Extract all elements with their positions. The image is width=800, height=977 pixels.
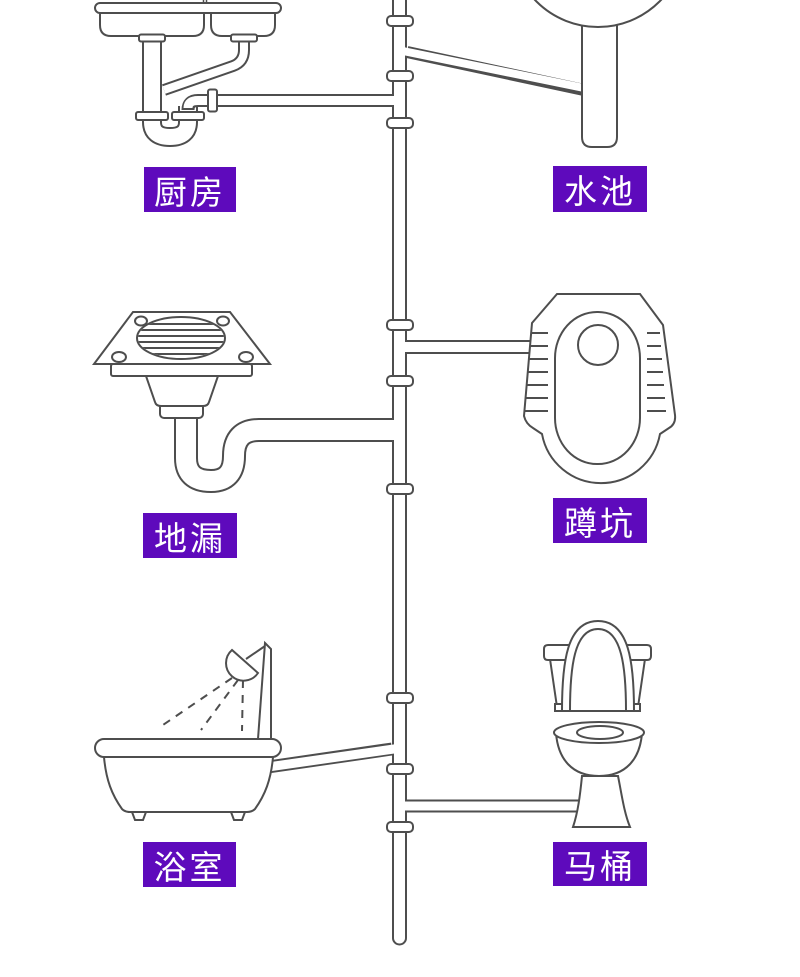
shower-spray — [159, 677, 244, 732]
pipe-coupling — [386, 319, 414, 331]
squat-drain-hole — [577, 324, 619, 366]
wash-basin-illustration — [533, 0, 663, 148]
toilet-bowl — [554, 732, 644, 778]
basin-branch-pipe — [397, 46, 586, 96]
label-squat-toilet: 蹲坑 — [553, 498, 647, 543]
drain-collar — [138, 33, 166, 43]
basin-pedestal — [581, 23, 618, 148]
drain-funnel — [144, 375, 220, 407]
tub-foot — [229, 811, 247, 821]
bathtub-branch-pipe — [267, 742, 402, 774]
label-wash-basin: 水池 — [553, 166, 647, 212]
pipe-coupling — [386, 15, 414, 27]
tub-foot — [130, 811, 148, 821]
pipe-coupling — [386, 375, 414, 387]
kitchen-sink-illustration — [94, 0, 401, 148]
trap-flange — [171, 111, 205, 121]
floor-drain-illustration — [92, 311, 273, 419]
label-toilet: 马桶 — [553, 842, 647, 886]
pipe-coupling — [386, 117, 414, 129]
pipe-coupling — [386, 483, 414, 495]
squat-pan-bowl — [554, 311, 641, 465]
pipe-coupling — [386, 70, 414, 82]
pipe-coupling — [386, 692, 414, 704]
pipe-coupling — [386, 763, 414, 775]
shower-pillar — [256, 640, 272, 740]
pipe-couplings — [386, 15, 414, 833]
label-bathtub: 浴室 — [143, 842, 236, 887]
sink-right-bowl — [210, 12, 276, 37]
screw-hole — [134, 315, 148, 327]
toilet-lid — [560, 619, 636, 712]
shower-arm — [245, 645, 266, 660]
toilet-rim — [553, 721, 645, 744]
tub-rim — [94, 738, 282, 758]
drain-base — [110, 363, 253, 377]
tub-body — [102, 756, 275, 813]
shower-head-icon — [225, 648, 260, 682]
screw-hole — [111, 351, 127, 363]
screw-hole — [216, 315, 230, 327]
sink-rim — [94, 2, 282, 14]
pipe-coupling — [386, 821, 414, 833]
sink-left-bowl — [99, 12, 205, 37]
basin-bowl — [533, 0, 663, 28]
floor-drain-branch-pipe — [174, 406, 401, 494]
pipe-joint — [207, 88, 218, 113]
screw-hole — [238, 351, 254, 363]
label-kitchen: 厨房 — [144, 167, 236, 212]
trap-flange — [135, 111, 169, 121]
squat-toilet-illustration — [522, 293, 677, 485]
toilet-pedestal — [571, 775, 632, 828]
toilet-rim-inner — [576, 725, 624, 740]
squat-pan-ribs — [525, 332, 666, 412]
drain-collar — [230, 33, 258, 43]
toilet-lid-inner — [569, 627, 627, 712]
bathtub-illustration — [94, 640, 282, 821]
toilet-illustration — [543, 619, 652, 828]
label-floor-drain: 地漏 — [143, 513, 237, 558]
